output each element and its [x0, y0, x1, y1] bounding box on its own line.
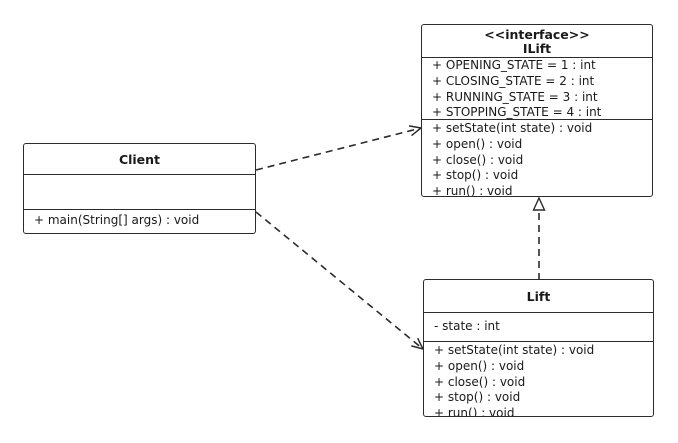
operation-row: + main(String[] args) : void: [34, 213, 200, 227]
attribute-list-ilift: + OPENING_STATE = 1 : int + CLOSING_STAT…: [422, 58, 652, 120]
attribute-row: + OPENING_STATE = 1 : int: [432, 58, 596, 72]
attribute-list-lift: - state : int: [424, 313, 653, 342]
operation-row: + stop() : void: [434, 390, 521, 405]
attribute-row: - state : int: [434, 319, 500, 333]
class-name-client: Client: [118, 152, 161, 167]
edge-client-to-ilift: [255, 125, 423, 171]
class-header-lift: Lift: [424, 280, 653, 313]
operation-row: + close() : void: [432, 152, 524, 167]
operation-row: + open() : void: [432, 136, 523, 151]
operation-row: + close() : void: [434, 374, 526, 389]
operation-row: + open() : void: [434, 358, 525, 373]
operation-row: + setState(int state) : void: [434, 343, 595, 357]
edge-client-to-lift: [255, 211, 425, 351]
class-box-lift[interactable]: Lift - state : int + setState(int state)…: [423, 279, 654, 417]
operation-row: + stop() : void: [432, 168, 519, 183]
operation-list-ilift: + setState(int state) : void + open() : …: [422, 120, 652, 196]
stereotype-label: <<interface>>: [484, 27, 590, 42]
operation-row: + run() : void: [432, 184, 513, 196]
class-name-ilift: ILift: [522, 41, 552, 56]
operation-list-lift: + setState(int state) : void + open() : …: [424, 342, 653, 416]
class-header-ilift: <<interface>> ILift: [422, 25, 652, 58]
class-box-client[interactable]: Client + main(String[] args) : void: [23, 143, 256, 234]
attribute-row: + STOPPING_STATE = 4 : int: [432, 105, 602, 120]
class-box-ilift[interactable]: <<interface>> ILift + OPENING_STATE = 1 …: [421, 24, 653, 197]
operation-row: + run() : void: [434, 406, 515, 416]
attribute-row: + CLOSING_STATE = 2 : int: [432, 73, 595, 88]
operation-row: + setState(int state) : void: [432, 121, 593, 135]
class-header-client: Client: [24, 144, 255, 175]
operation-list-client: + main(String[] args) : void: [24, 210, 255, 233]
class-name-lift: Lift: [526, 289, 551, 304]
attribute-row: + RUNNING_STATE = 3 : int: [432, 89, 598, 104]
attribute-list-client: [24, 175, 255, 210]
